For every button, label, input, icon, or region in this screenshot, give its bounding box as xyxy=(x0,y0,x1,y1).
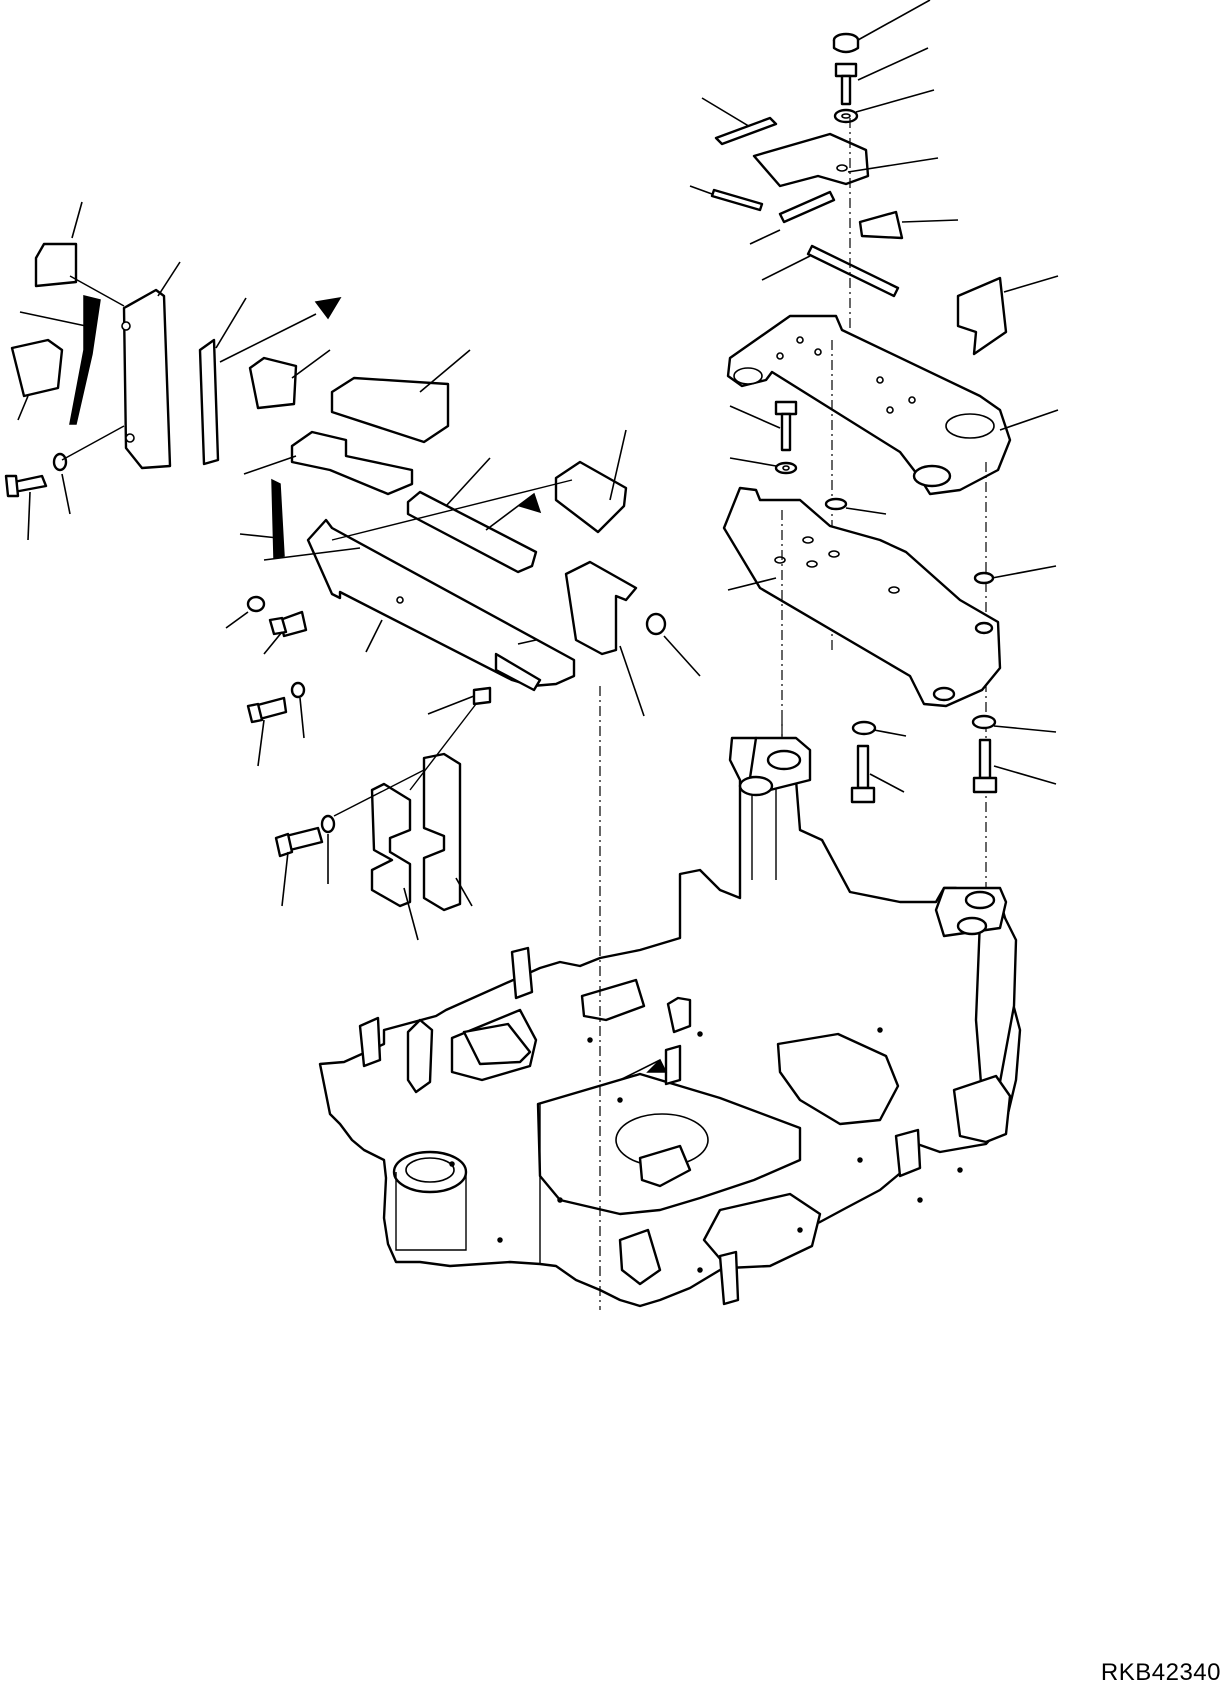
center-panel xyxy=(263,479,701,717)
lower-support-plate xyxy=(722,486,1057,708)
main-revolving-frame xyxy=(318,686,1022,1310)
center-insulation-group xyxy=(239,349,628,574)
top-fastener-stack xyxy=(832,0,935,124)
lower-left-bracket xyxy=(274,703,477,941)
upper-bracket-plate xyxy=(689,97,1059,356)
lower-bolts-right xyxy=(781,510,1057,804)
upper-support-plate xyxy=(726,118,1059,890)
left-pad-bracket-group xyxy=(4,201,342,541)
left-fasteners xyxy=(225,595,492,767)
drawing-code: RKB42340 xyxy=(1100,1659,1221,1686)
middle-bolt-washer xyxy=(729,400,887,515)
